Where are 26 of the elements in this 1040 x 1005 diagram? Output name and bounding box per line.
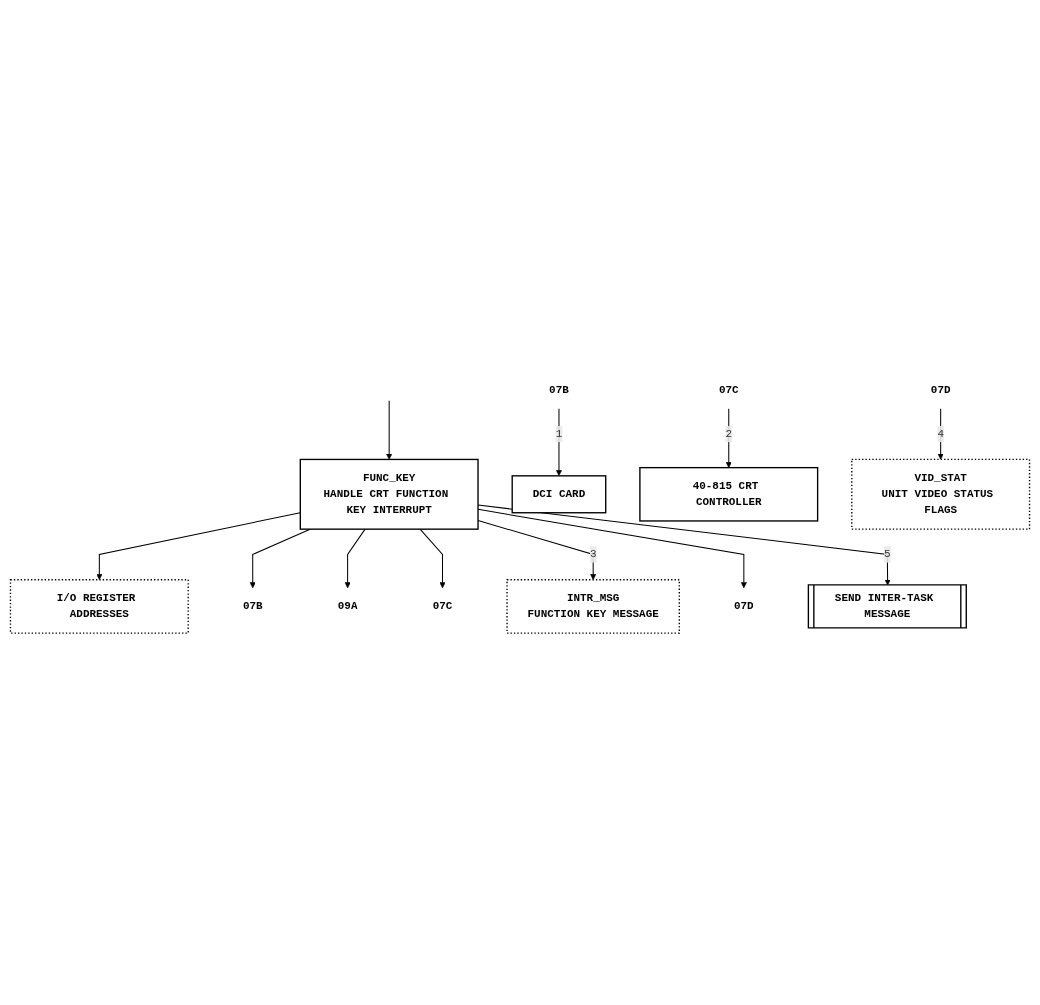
edge-label: 2 [725,427,733,441]
arrow [386,400,393,460]
node-box: INTR_MSG FUNCTION KEY MESSAGE [506,579,680,634]
node-box: I/O REGISTER ADDRESSES [9,579,189,634]
edge-label: 3 [589,548,597,561]
node-text: 07D [734,600,754,613]
arrow [96,512,301,580]
edge-label: 5 [884,548,891,561]
edge-label: 1 [555,427,563,441]
node-box: VID_STAT UNIT VIDEO STATUS FLAGS [851,458,1031,530]
arrow [555,408,562,477]
node-text: 07B [549,384,569,397]
edge-label: 4 [937,427,944,441]
arrow [249,528,311,589]
node-text: 09A [337,600,358,613]
node-text: 07C [718,384,739,397]
node-text: 07D [930,384,951,397]
node-text: 07B [242,600,263,613]
node-text: 07C [432,600,453,613]
node-box: 40-815 CRT CONTROLLER [639,466,819,522]
arrow [725,408,732,468]
node-box: FUNC_KEY HANDLE CRT FUNCTION KEY INTERRUPT [299,458,479,530]
node-box: DCI CARD [511,475,607,514]
arrow [419,528,446,589]
arrow [937,408,944,460]
arrow [344,528,366,589]
